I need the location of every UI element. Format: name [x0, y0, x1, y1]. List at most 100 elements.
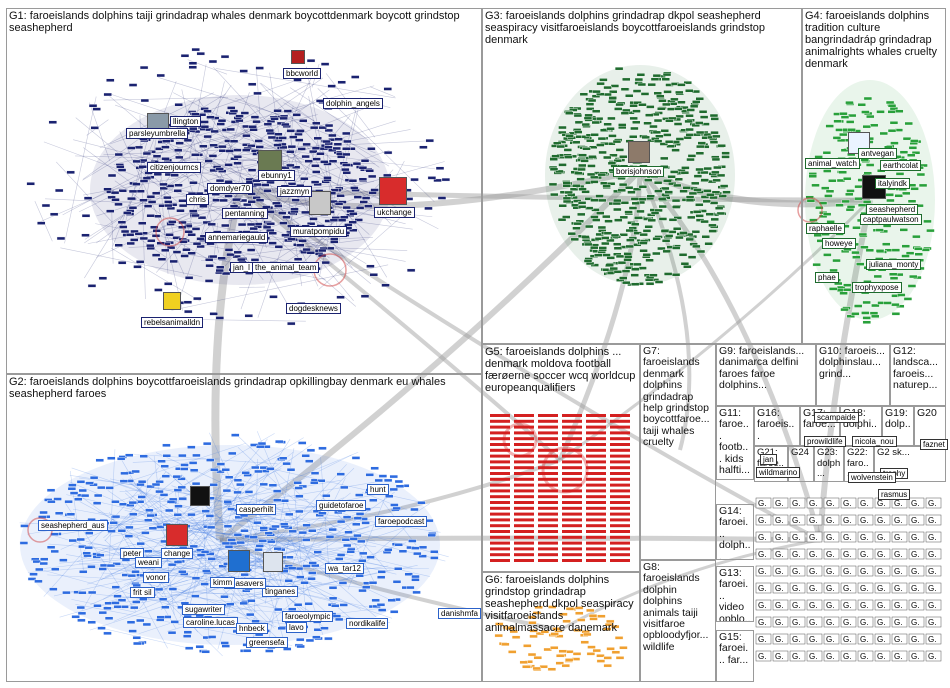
node-label-g1: ukchange	[374, 207, 415, 218]
small-group-node-label: G.	[809, 499, 817, 508]
small-group-node: G.	[926, 532, 941, 542]
group-title-g12: G12: landsca... faroeis... naturep...	[893, 346, 943, 392]
small-group-node: G.	[807, 515, 822, 525]
node-label-g2: kimm	[210, 577, 235, 588]
node-label-g2: wa_tar12	[325, 563, 364, 574]
small-group-node-label: G.	[928, 516, 936, 525]
small-group-node: G.	[926, 583, 941, 593]
small-group-node: G.	[926, 515, 941, 525]
profile-photo-avatar	[628, 141, 650, 163]
node-label-g1: jan_l	[230, 262, 253, 273]
small-group-node: G.	[909, 532, 924, 542]
small-group-node: G.	[909, 549, 924, 559]
small-group-node: G.	[841, 515, 856, 525]
group-title-g23: G23: dolph...	[817, 448, 841, 480]
small-group-node: G.	[773, 634, 788, 644]
node-label-g1: rebelsanimalldn	[141, 317, 203, 328]
small-group-node-label: G.	[928, 601, 936, 610]
small-group-node: G.	[773, 617, 788, 627]
small-group-node-label: G.	[758, 652, 766, 661]
small-group-node: G.	[926, 617, 941, 627]
node-label-g1: domdyer70	[207, 183, 253, 194]
node-label-misc: rasmus	[878, 489, 910, 500]
small-group-node-label: G.	[826, 516, 834, 525]
small-group-node: G.	[790, 549, 805, 559]
small-group-node: G.	[824, 634, 839, 644]
small-group-node-label: G.	[877, 635, 885, 644]
small-group-node-label: G.	[792, 499, 800, 508]
small-group-node: G.	[824, 532, 839, 542]
small-group-node-label: G.	[843, 499, 851, 508]
small-group-node: G.	[773, 566, 788, 576]
node-label-g4: captpaulwatson	[860, 214, 922, 225]
small-group-node: G.	[790, 498, 805, 508]
small-group-node-label: G.	[860, 584, 868, 593]
small-group-node: G.	[756, 532, 771, 542]
node-label-misc: wolvenstein	[848, 472, 896, 483]
node-label-misc: jan	[760, 454, 777, 465]
small-group-node: G.	[756, 617, 771, 627]
small-group-node-label: G.	[911, 550, 919, 559]
small-group-node: G.	[909, 651, 924, 661]
small-group-node: G.	[773, 532, 788, 542]
small-group-node: G.	[858, 651, 873, 661]
small-group-node: G.	[909, 600, 924, 610]
small-group-node-label: G.	[792, 550, 800, 559]
change-org-logo-avatar	[379, 177, 407, 205]
small-group-node: G.	[824, 600, 839, 610]
group-panel-g13: G13: faroei... video opblo...	[716, 566, 754, 622]
small-group-node-label: G.	[894, 601, 902, 610]
small-group-node-label: G.	[894, 618, 902, 627]
small-group-node-label: G.	[826, 567, 834, 576]
node-label-g2: frit sil	[130, 587, 155, 598]
small-group-node-label: G.	[843, 516, 851, 525]
small-group-node-label: G.	[775, 499, 783, 508]
small-group-node: G.	[756, 651, 771, 661]
small-group-node: G.	[841, 583, 856, 593]
small-group-node: G.	[773, 498, 788, 508]
small-group-node: G.	[875, 532, 890, 542]
small-group-node-label: G.	[877, 584, 885, 593]
profile-photo-avatar	[263, 552, 283, 572]
small-group-node: G.	[926, 549, 941, 559]
small-group-node: G.	[909, 498, 924, 508]
small-group-node-label: G.	[843, 601, 851, 610]
node-label-g2: seashepherd_aus	[38, 520, 108, 531]
small-group-node-label: G.	[911, 499, 919, 508]
small-group-node: G.	[773, 600, 788, 610]
small-group-node: G.	[824, 549, 839, 559]
small-group-node-label: G.	[758, 635, 766, 644]
small-group-node-label: G.	[928, 533, 936, 542]
profile-photo-avatar	[190, 486, 210, 506]
small-group-node-label: G.	[843, 533, 851, 542]
group-panel-g6: G6: faroeislands dolphins grindstop grin…	[482, 572, 640, 682]
small-group-node-label: G.	[894, 550, 902, 559]
node-label-g2: vonor	[143, 572, 169, 583]
small-group-node: G.	[875, 634, 890, 644]
group-panel-g23: G23: dolph...	[814, 446, 844, 482]
small-group-node: G.	[773, 651, 788, 661]
small-group-node: G.	[807, 617, 822, 627]
small-group-node-label: G.	[860, 601, 868, 610]
small-group-node-label: G.	[826, 533, 834, 542]
small-group-node-label: G.	[758, 584, 766, 593]
small-group-node-label: G.	[826, 618, 834, 627]
node-label-misc: wildmarino	[756, 467, 800, 478]
node-label-g2: danishmfa	[438, 608, 481, 619]
small-group-node: G.	[756, 634, 771, 644]
small-group-node-label: G.	[877, 499, 885, 508]
small-group-node: G.	[807, 600, 822, 610]
node-label-misc: faznet	[920, 439, 948, 450]
small-group-node-label: G.	[758, 550, 766, 559]
small-group-node: G.	[875, 549, 890, 559]
small-group-node-label: G.	[809, 533, 817, 542]
small-group-node-label: G.	[928, 584, 936, 593]
small-group-node-label: G.	[860, 567, 868, 576]
group-title-g8: G8: faroeislands dolphin dolphins animal…	[643, 562, 713, 653]
small-group-node: G.	[756, 583, 771, 593]
node-label-g2: nordikalife	[346, 618, 388, 629]
small-group-node: G.	[892, 583, 907, 593]
small-group-node-label: G.	[877, 652, 885, 661]
small-group-node-label: G.	[877, 516, 885, 525]
small-group-node-label: G.	[758, 533, 766, 542]
